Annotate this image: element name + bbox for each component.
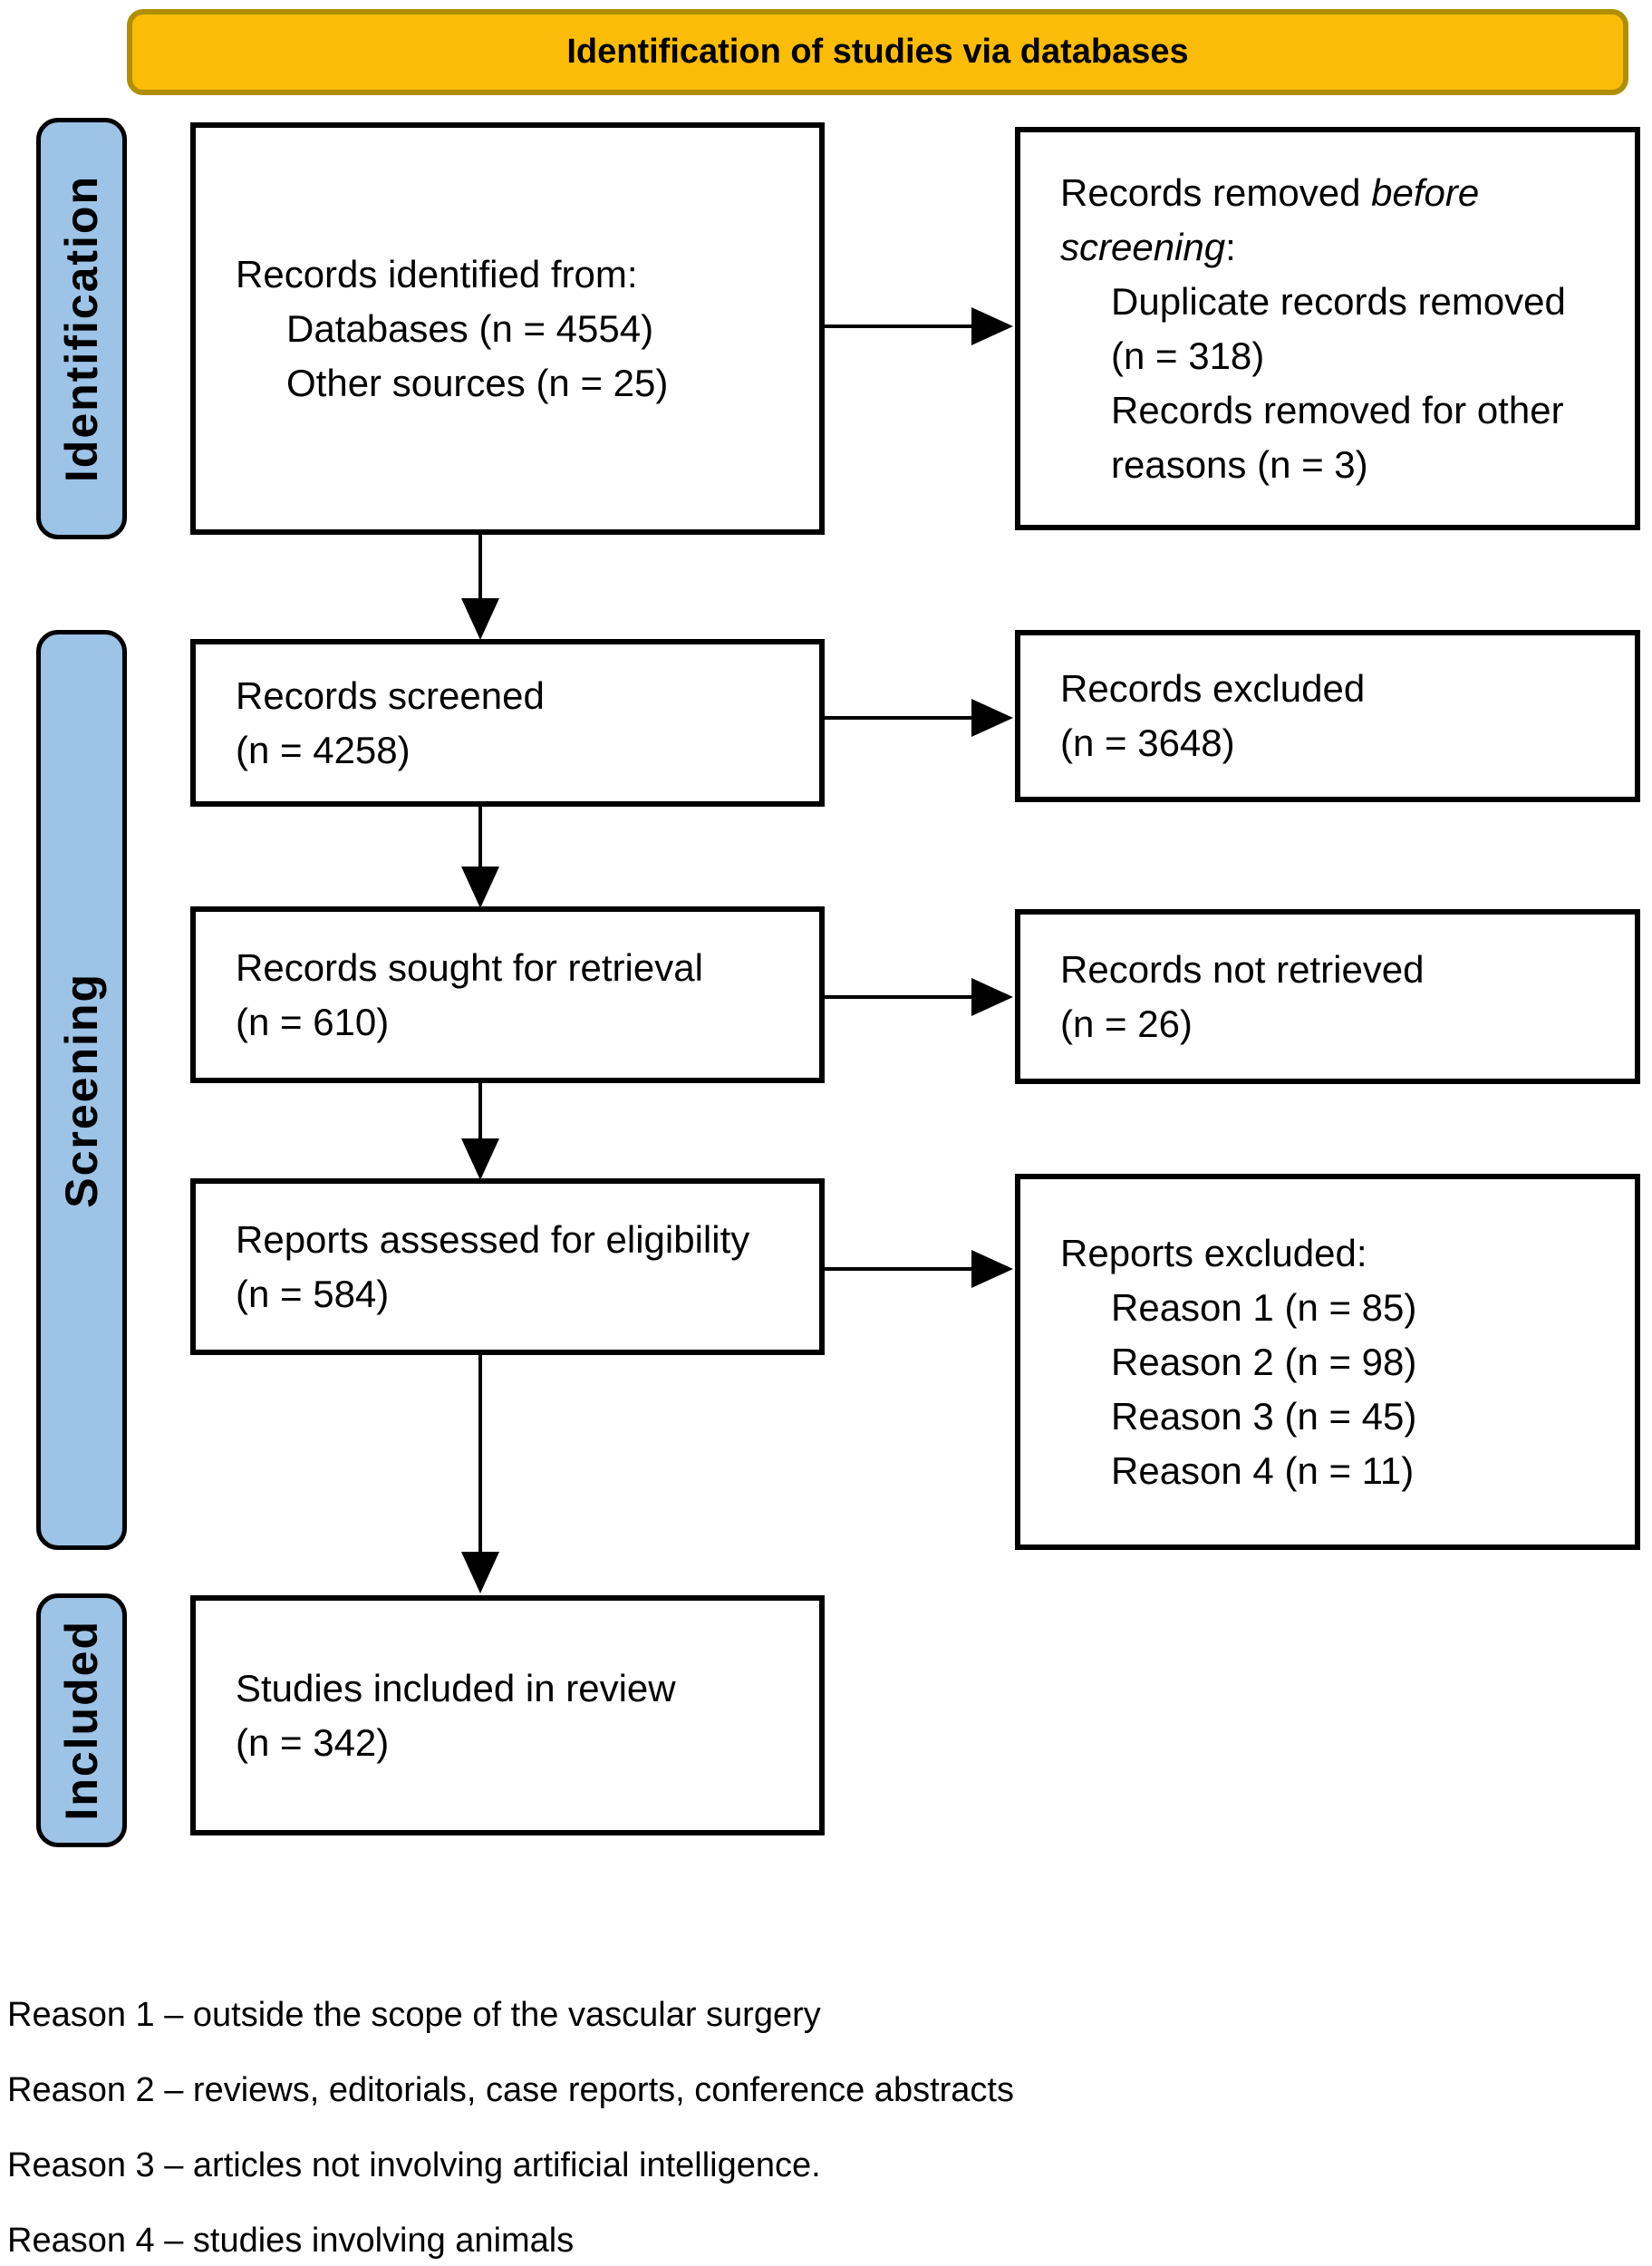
box-records-sought: Records sought for retrieval (n = 610) <box>190 906 825 1083</box>
footnote-reason-4: Reason 4 – studies involving animals <box>7 2222 575 2260</box>
arrow-sought-to-notretrieved <box>825 995 975 999</box>
arrow-identified-to-screened <box>478 535 482 600</box>
stage-label-identification: Identification <box>56 174 107 483</box>
records-identified-title: Records identified from: <box>236 252 638 295</box>
box-records-removed: Records removed before screening: Duplic… <box>1015 127 1640 530</box>
box-records-identified: Records identified from: Databases (n = … <box>190 122 825 535</box>
arrowhead-right-icon <box>971 1250 1013 1288</box>
reports-excluded-reason: Reason 2 (n = 98) <box>1111 1340 1417 1383</box>
arrowhead-right-icon <box>971 699 1013 737</box>
records-sought-count: (n = 610) <box>236 1000 390 1043</box>
reports-excluded-reason: Reason 4 (n = 11) <box>1111 1448 1415 1492</box>
arrow-screened-to-excluded <box>825 716 975 720</box>
records-screened-count: (n = 4258) <box>236 728 411 771</box>
records-identified-item: Other sources (n = 25) <box>286 361 669 404</box>
records-excluded-count: (n = 3648) <box>1060 721 1235 764</box>
box-records-not-retrieved: Records not retrieved (n = 26) <box>1015 909 1640 1084</box>
arrowhead-down-icon <box>461 1138 499 1180</box>
box-studies-included: Studies included in review (n = 342) <box>190 1595 825 1835</box>
reports-excluded-title: Reports excluded: <box>1060 1231 1367 1274</box>
records-removed-item: Duplicate records removed (n = 318) <box>1111 279 1566 377</box>
records-not-retrieved-label: Records not retrieved <box>1060 947 1425 991</box>
arrowhead-down-icon <box>461 598 499 640</box>
footnote-reason-1: Reason 1 – outside the scope of the vasc… <box>7 1996 821 2034</box>
stage-bar-screening: Screening <box>36 630 127 1550</box>
records-not-retrieved-count: (n = 26) <box>1060 1002 1193 1045</box>
arrowhead-right-icon <box>971 307 1013 345</box>
studies-included-count: (n = 342) <box>236 1720 390 1764</box>
records-sought-label: Records sought for retrieval <box>236 945 703 989</box>
reports-excluded-reason: Reason 3 (n = 45) <box>1111 1394 1417 1438</box>
box-reports-excluded: Reports excluded: Reason 1 (n = 85) Reas… <box>1015 1174 1640 1550</box>
reports-excluded-reason: Reason 1 (n = 85) <box>1111 1285 1417 1329</box>
arrowhead-right-icon <box>971 978 1013 1016</box>
arrow-assessed-to-reportsexcluded <box>825 1267 975 1271</box>
arrow-assessed-to-included <box>478 1355 482 1554</box>
banner-title: Identification of studies via databases <box>566 33 1189 71</box>
arrowhead-down-icon <box>461 1552 499 1593</box>
arrow-screened-to-sought <box>478 807 482 868</box>
box-records-screened: Records screened (n = 4258) <box>190 639 825 807</box>
stage-label-screening: Screening <box>56 972 107 1208</box>
arrow-sought-to-assessed <box>478 1083 482 1140</box>
stage-bar-included: Included <box>36 1593 127 1847</box>
banner: Identification of studies via databases <box>127 9 1628 95</box>
stage-label-included: Included <box>56 1620 107 1821</box>
arrow-identified-to-removed <box>825 324 975 328</box>
records-removed-title-line1: Records removed before <box>1060 170 1480 214</box>
records-removed-title-line2: screening: <box>1060 225 1236 268</box>
records-excluded-label: Records excluded <box>1060 667 1366 710</box>
footnote-reason-3: Reason 3 – articles not involving artifi… <box>7 2146 821 2184</box>
stage-bar-identification: Identification <box>36 118 127 539</box>
reports-assessed-label: Reports assessed for eligibility <box>236 1217 750 1261</box>
records-removed-item: Records removed for other reasons (n = 3… <box>1111 388 1564 486</box>
reports-assessed-count: (n = 584) <box>236 1272 390 1315</box>
records-screened-label: Records screened <box>236 673 545 717</box>
arrowhead-down-icon <box>461 867 499 908</box>
studies-included-label: Studies included in review <box>236 1666 676 1709</box>
footnote-reason-2: Reason 2 – reviews, editorials, case rep… <box>7 2071 1014 2109</box>
box-records-excluded: Records excluded (n = 3648) <box>1015 630 1640 802</box>
records-identified-item: Databases (n = 4554) <box>286 306 654 350</box>
box-reports-assessed: Reports assessed for eligibility (n = 58… <box>190 1178 825 1355</box>
